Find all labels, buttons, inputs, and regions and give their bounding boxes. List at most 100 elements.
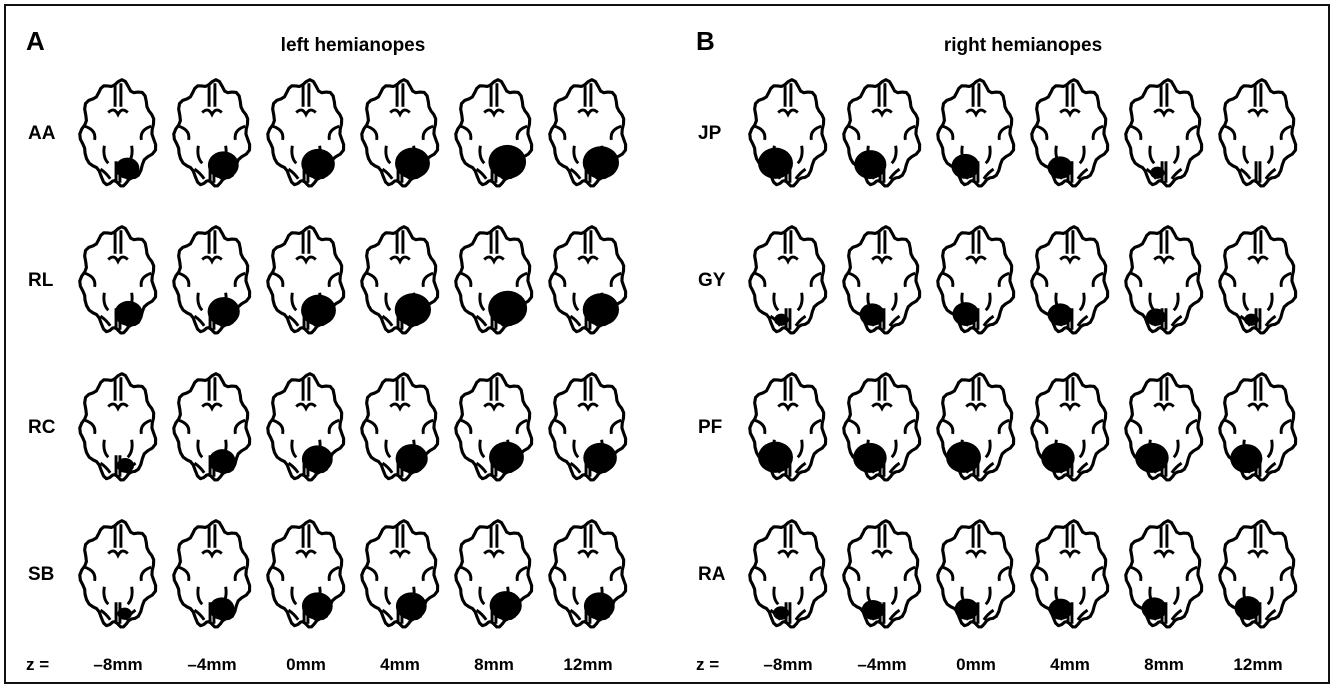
lesion-region [862,600,885,620]
z-level-label: 8mm [474,656,514,673]
subject-label: PF [698,418,722,437]
brain-slice [267,521,345,629]
brain-slice [843,227,921,335]
lesion-region [209,449,236,473]
z-axis-prefix: z = [696,656,719,673]
lesion-region [1049,599,1073,620]
z-level-label: –4mm [187,656,236,673]
brain-slice [937,374,1015,482]
z-level-label: 4mm [1050,656,1090,673]
z-level-label: –4mm [857,656,906,673]
brain-slice [361,374,439,482]
brain-slice [937,521,1015,629]
lesion-region [1142,597,1167,619]
brain-slice [1219,521,1297,629]
lesion-region [1048,303,1073,325]
brain-slice [1031,521,1109,629]
lesion-region [488,291,527,326]
lesion-region [953,302,980,326]
lesion-region [115,158,139,179]
lesion-region [584,592,615,619]
panel-title: left hemianopes [281,36,426,55]
lesion-region [114,301,142,326]
lesion-region [488,145,526,179]
z-level-label: 0mm [286,656,326,673]
lesion-region [117,458,134,473]
lesion-region [117,608,131,620]
lesion-region [301,295,336,326]
lesion-region [773,606,789,620]
lesion-region [302,445,333,472]
brain-slice [749,80,827,188]
panel-letter: B [696,28,715,54]
subject-label: RA [698,565,725,584]
brain-slice [749,227,827,335]
brain-slice [1219,227,1297,335]
lesion-region [301,149,335,179]
lesion-region [955,599,979,620]
lesion-region [396,592,427,619]
brain-slice [173,227,251,335]
z-level-label: 4mm [380,656,420,673]
subject-label: SB [28,565,54,584]
brain-slice [1125,80,1203,188]
brain-slice [1125,521,1203,629]
brain-slice [549,521,627,629]
z-level-label: –8mm [93,656,142,673]
brain-slice [549,374,627,482]
brain-slice [173,80,251,188]
brain-slice [1219,80,1297,188]
lesion-region [1244,314,1258,326]
panel-letter: A [26,28,45,54]
brain-slice [937,227,1015,335]
z-level-label: –8mm [763,656,812,673]
brain-slice [749,374,827,482]
brain-slice [455,227,533,335]
lesion-region [396,444,428,473]
subject-label: GY [698,271,725,290]
brain-slice [1125,374,1203,482]
lesion-region [208,151,239,178]
subject-label: AA [28,124,55,143]
z-level-label: 8mm [1144,656,1184,673]
brain-slice [549,227,627,335]
lesion-region [951,154,979,179]
brain-slice [267,80,345,188]
lesion-region [854,150,886,179]
lesion-region [208,297,240,326]
brain-slice [455,374,533,482]
lesion-region [946,442,981,473]
lesion-region [758,442,793,473]
brain-slice [361,521,439,629]
brain-slice [843,80,921,188]
brain-slice [79,227,157,335]
brain-slice [1031,80,1109,188]
brain-slice [749,521,827,629]
z-level-label: 12mm [1233,656,1282,673]
lesion-region [853,443,887,473]
lesion-region [1041,443,1075,473]
z-level-label: 0mm [956,656,996,673]
brain-slice [361,227,439,335]
brain-slice [79,80,157,188]
z-axis-prefix: z = [26,656,49,673]
lesion-region [395,148,430,179]
lesion-region [1146,308,1166,325]
brain-slice [937,80,1015,188]
brain-slice [549,80,627,188]
brain-slice [1219,374,1297,482]
lesion-region [209,597,234,619]
lesion-region [774,314,788,326]
lesion-region [583,443,617,473]
subject-label: JP [698,124,721,143]
lesion-region [1135,443,1169,473]
lesion-region [1235,596,1262,620]
lesion-region [489,442,524,473]
brain-slice [843,374,921,482]
brain-slice [173,521,251,629]
brain-outline [80,521,156,627]
lesion-region [302,592,333,619]
lesion-region [583,146,619,179]
brain-slice [173,374,251,482]
panel-title: right hemianopes [944,36,1102,55]
